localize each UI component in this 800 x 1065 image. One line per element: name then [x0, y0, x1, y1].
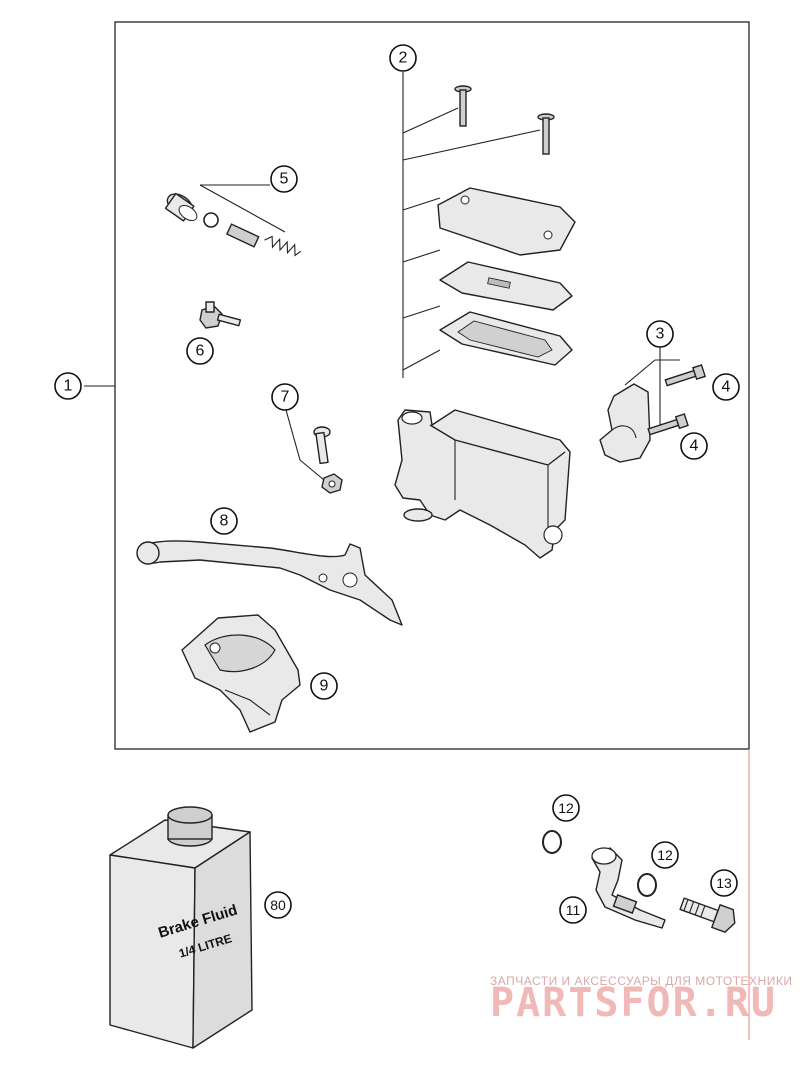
banjo-bolt [679, 897, 736, 933]
callout-4-upper: 4 [712, 373, 740, 401]
callout-6-label: 6 [196, 343, 205, 360]
callout-12-upper: 12 [552, 794, 580, 822]
callout-12-upper-label: 12 [558, 800, 574, 816]
master-cylinder-body [394, 409, 571, 559]
reservoir-cover [437, 187, 576, 256]
callout-13: 13 [710, 869, 738, 897]
banjo-group [542, 830, 736, 933]
callout-9: 9 [310, 672, 338, 700]
callout-8: 8 [210, 507, 238, 535]
handlebar-clamp [599, 383, 651, 463]
callout-5-label: 5 [280, 171, 289, 188]
callout-9-label: 9 [320, 678, 329, 695]
bleeder-valve [199, 301, 242, 329]
callout-4-lower-label: 4 [690, 438, 699, 455]
callout-2-label: 2 [399, 50, 408, 67]
callout-11-label: 11 [566, 902, 581, 918]
callout-11: 11 [559, 896, 587, 924]
pivot-bolt-group [285, 409, 343, 494]
cover-screw-left [454, 85, 472, 127]
callout-12-lower-label: 12 [657, 847, 673, 863]
cover-screw-right [537, 113, 555, 155]
callout-4-lower: 4 [680, 432, 708, 460]
washer-lower [637, 873, 657, 897]
brake-line [591, 847, 666, 929]
callout-3: 3 [646, 320, 674, 348]
callout-2: 2 [389, 44, 417, 72]
callout-80-label: 80 [270, 897, 286, 913]
callout-7-label: 7 [281, 389, 290, 406]
callout-13-label: 13 [716, 875, 732, 891]
brake-lever [138, 540, 403, 626]
clamp-bolt-lower [647, 413, 689, 436]
lever-guard [181, 614, 301, 733]
callout-6: 6 [186, 337, 214, 365]
clamp-bolt-upper [664, 364, 707, 387]
clamp-group [599, 346, 707, 463]
callout-1: 1 [54, 372, 82, 400]
callout-8-label: 8 [220, 513, 229, 530]
washer-upper [542, 830, 562, 854]
callout-7: 7 [271, 383, 299, 411]
callout-80: 80 [264, 891, 292, 919]
watermark-tagline: ЗАПЧАСТИ И АКСЕССУАРЫ ДЛЯ МОТОТЕХНИКИ [490, 974, 792, 988]
callout-12-lower: 12 [651, 841, 679, 869]
watermark-brand: PARTSFOR.RU [490, 980, 777, 1026]
callout-1-label: 1 [64, 378, 73, 395]
callout-4-upper-label: 4 [722, 379, 731, 396]
callout-3-label: 3 [656, 326, 665, 343]
piston-kit [164, 184, 302, 257]
brake-fluid-can [109, 806, 253, 1049]
cover-group [402, 72, 576, 378]
callout-5: 5 [270, 165, 298, 193]
